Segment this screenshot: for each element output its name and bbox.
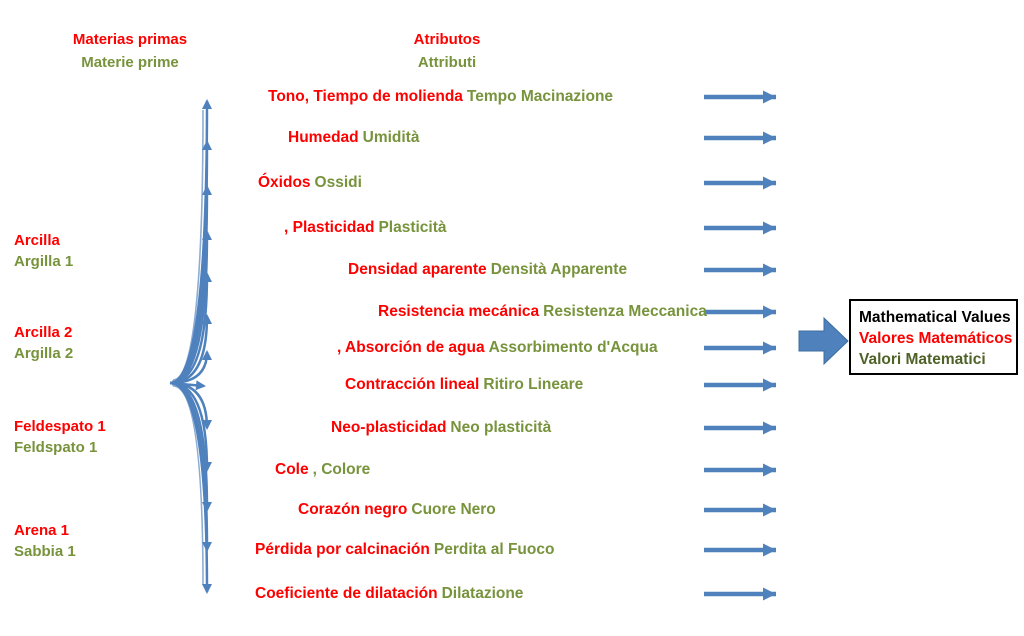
materials-header: Materias primas Materie prime	[60, 28, 200, 74]
attribute-it: Plasticità	[378, 219, 447, 236]
attribute-it: Umidità	[362, 129, 420, 146]
material-it: Argilla 1	[14, 253, 74, 270]
material-it: Sabbia 1	[14, 543, 76, 560]
attribute-es: Resistencia mecánica	[378, 303, 540, 320]
attribute-it: Perdita al Fuoco	[433, 541, 555, 558]
attribute-it: Ritiro Lineare	[483, 376, 584, 393]
attribute-es: Corazón negro	[298, 501, 408, 518]
attribute-it: Assorbimento d'Acqua	[488, 339, 658, 356]
result-line-it: Valori Matematici	[859, 351, 986, 368]
attribute-it: Resistenza Meccanica	[543, 303, 707, 320]
attributes-header-es: Atributos	[413, 31, 481, 48]
attribute-it: , Colore	[312, 461, 371, 478]
attribute-es: , Absorción de agua	[337, 339, 485, 356]
attribute-it: Ossidi	[314, 174, 362, 191]
attributes-header: Atributos Attributi	[392, 28, 502, 74]
material-it: Argilla 2	[14, 345, 74, 362]
attribute-es: Coeficiente de dilatación	[255, 585, 438, 602]
result-line-es: Valores Matemáticos	[859, 330, 1013, 347]
attribute-es: Neo-plasticidad	[331, 419, 447, 436]
row-arrow-group	[704, 90, 776, 601]
attribute-es: , Plasticidad	[284, 219, 375, 236]
material-es: Arcilla	[14, 232, 60, 249]
attribute-es: Pérdida por calcinación	[255, 541, 430, 558]
result-line-en: Mathematical Values	[859, 309, 1011, 326]
material-item: Arcilla 2 Argilla 2	[14, 322, 73, 364]
attribute-es: Humedad	[288, 129, 359, 146]
material-item: Arena 1 Sabbia 1	[14, 520, 76, 562]
material-it: Feldspato 1	[14, 439, 98, 456]
material-item: Feldespato 1 Feldspato 1	[14, 416, 110, 458]
attribute-it: Dilatazione	[441, 585, 524, 602]
attribute-es: Cole	[275, 461, 309, 478]
materials-header-es: Materias primas	[72, 31, 188, 48]
material-item: Arcilla Argilla 1	[14, 230, 73, 272]
attributes-header-it: Attributi	[417, 54, 477, 71]
attribute-es: Óxidos	[258, 174, 311, 191]
material-es: Feldespato 1	[14, 418, 106, 435]
block-arrow-icon	[798, 316, 849, 366]
attribute-es: Densidad aparente	[348, 261, 487, 278]
attribute-es: Contracción lineal	[345, 376, 480, 393]
attribute-it: Densità Apparente	[490, 261, 628, 278]
materials-header-it: Materie prime	[81, 54, 179, 71]
attribute-it: Neo plasticità	[450, 419, 552, 436]
attribute-item: Cole, Colore	[275, 461, 370, 479]
fan-strand-group	[171, 109, 206, 586]
attribute-it: Cuore Nero	[411, 501, 496, 518]
material-es: Arcilla 2	[14, 324, 73, 341]
mathematical-values-box: Mathematical Values Valores Matemáticos …	[849, 299, 1018, 375]
material-es: Arena 1	[14, 522, 70, 539]
attribute-es: Tono, Tiempo de molienda	[268, 88, 463, 105]
attribute-it: Tempo Macinazione	[466, 88, 614, 105]
